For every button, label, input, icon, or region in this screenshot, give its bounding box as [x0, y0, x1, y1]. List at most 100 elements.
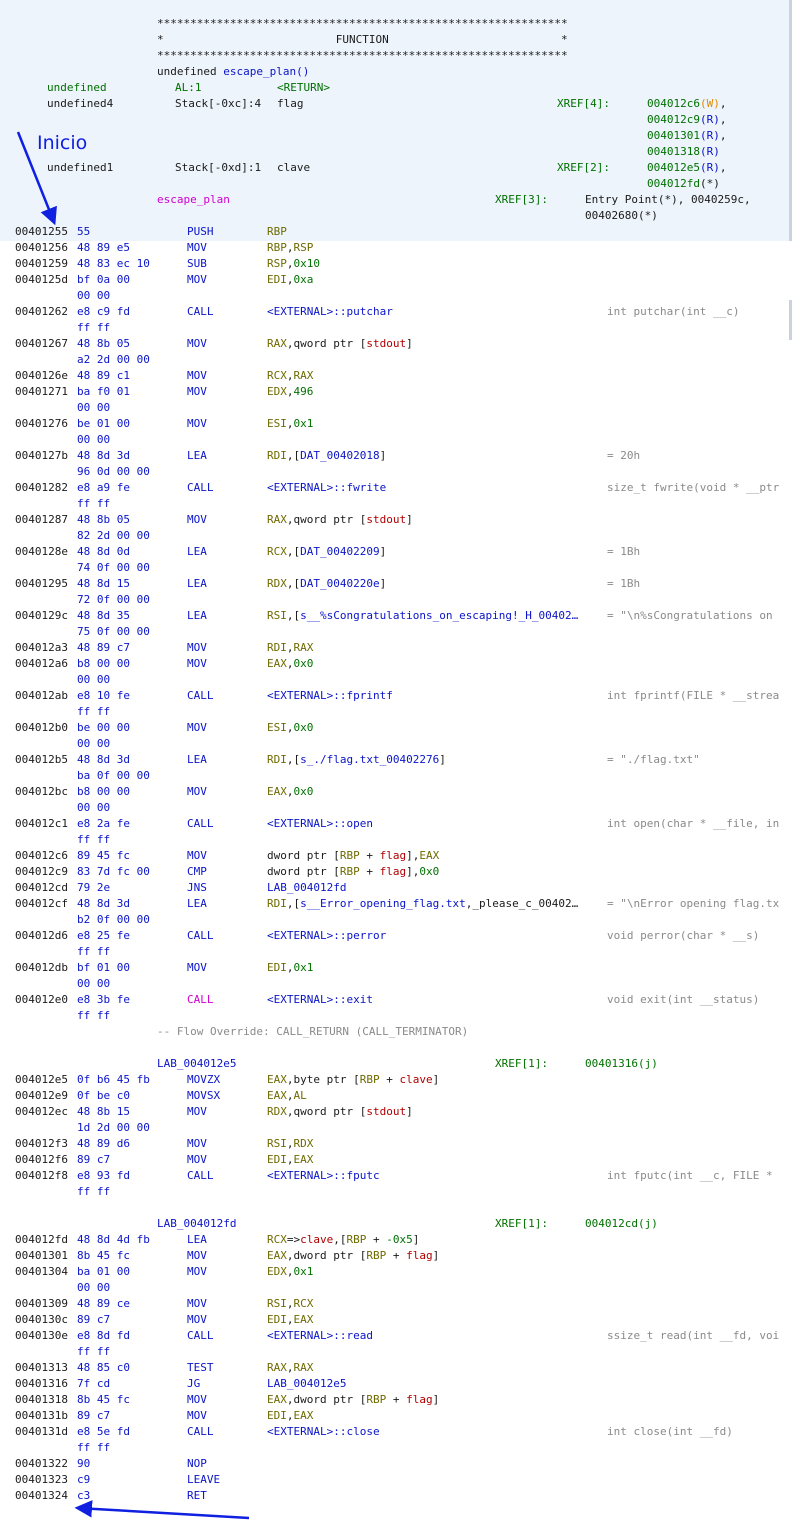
instruction-mnemonic[interactable]: CALL — [187, 481, 214, 494]
instruction-operand[interactable]: ESI,0x0 — [267, 721, 314, 734]
instruction-operand[interactable]: RAX,qword ptr [stdout] — [267, 513, 413, 526]
instruction-operand[interactable]: dword ptr [RBP + flag],EAX — [267, 849, 440, 862]
instruction-address[interactable]: 0040128e — [15, 545, 68, 558]
label-xref-ref[interactable]: 004012cd(j) — [585, 1217, 658, 1230]
instruction-operand[interactable]: RSI,[s__%sCongratulations_on_escaping!_H… — [267, 609, 579, 622]
instruction-address[interactable]: 004012c6 — [15, 849, 68, 862]
instruction-address[interactable]: 0040131d — [15, 1425, 68, 1438]
instruction-mnemonic[interactable]: LEA — [187, 545, 207, 558]
instruction-address[interactable]: 0040131b — [15, 1409, 68, 1422]
instruction-address[interactable]: 004012bc — [15, 785, 68, 798]
instruction-mnemonic[interactable]: MOV — [187, 1137, 207, 1150]
instruction-address[interactable]: 00401309 — [15, 1297, 68, 1310]
instruction-operand[interactable]: RBP,RSP — [267, 241, 314, 254]
instruction-mnemonic[interactable]: MOV — [187, 369, 207, 382]
instruction-address[interactable]: 004012d6 — [15, 929, 68, 942]
instruction-mnemonic[interactable]: MOV — [187, 641, 207, 654]
instruction-operand[interactable]: EAX,AL — [267, 1089, 307, 1102]
instruction-operand[interactable]: <EXTERNAL>::perror — [267, 929, 387, 942]
instruction-operand[interactable]: EDI,EAX — [267, 1153, 314, 1166]
instruction-address[interactable]: 004012e9 — [15, 1089, 68, 1102]
scrollbar-track[interactable] — [789, 0, 792, 241]
xref-link[interactable]: 004012c6(W), — [647, 97, 727, 110]
instruction-operand[interactable]: EDI,0x1 — [267, 961, 314, 974]
instruction-address[interactable]: 00401324 — [15, 1489, 68, 1502]
instruction-operand[interactable]: RDI,[s_./flag.txt_00402276] — [267, 753, 446, 766]
instruction-mnemonic[interactable]: JG — [187, 1377, 201, 1390]
instruction-operand[interactable]: RDX,qword ptr [stdout] — [267, 1105, 413, 1118]
instruction-address[interactable]: 004012e0 — [15, 993, 68, 1006]
instruction-operand[interactable]: RSP,0x10 — [267, 257, 320, 270]
instruction-address[interactable]: 004012db — [15, 961, 68, 974]
instruction-operand[interactable]: dword ptr [RBP + flag],0x0 — [267, 865, 440, 878]
instruction-address[interactable]: 004012fd — [15, 1233, 68, 1246]
instruction-address[interactable]: 00401255 — [15, 225, 68, 238]
instruction-mnemonic[interactable]: LEA — [187, 449, 207, 462]
instruction-address[interactable]: 00401262 — [15, 305, 68, 318]
instruction-address[interactable]: 0040126e — [15, 369, 68, 382]
instruction-address[interactable]: 004012f3 — [15, 1137, 68, 1150]
instruction-mnemonic[interactable]: TEST — [187, 1361, 214, 1374]
instruction-address[interactable]: 00401313 — [15, 1361, 68, 1374]
instruction-operand[interactable]: RDX,[DAT_0040220e] — [267, 577, 387, 590]
instruction-operand[interactable]: RSI,RDX — [267, 1137, 314, 1150]
instruction-address[interactable]: 00401276 — [15, 417, 68, 430]
instruction-address[interactable]: 0040127b — [15, 449, 68, 462]
instruction-address[interactable]: 004012a6 — [15, 657, 68, 670]
instruction-operand[interactable]: RAX,RAX — [267, 1361, 314, 1374]
xref-link[interactable]: 004012c9(R), — [647, 113, 727, 126]
instruction-address[interactable]: 004012f8 — [15, 1169, 68, 1182]
instruction-mnemonic[interactable]: CALL — [187, 1329, 214, 1342]
instruction-mnemonic[interactable]: SUB — [187, 257, 207, 270]
instruction-mnemonic[interactable]: MOV — [187, 1313, 207, 1326]
instruction-address[interactable]: 0040129c — [15, 609, 68, 622]
function-label[interactable]: escape_plan — [157, 193, 230, 206]
instruction-mnemonic[interactable]: PUSH — [187, 225, 214, 238]
instruction-mnemonic[interactable]: MOV — [187, 1105, 207, 1118]
instruction-address[interactable]: 004012b5 — [15, 753, 68, 766]
instruction-mnemonic[interactable]: MOV — [187, 785, 207, 798]
instruction-mnemonic[interactable]: MOVSX — [187, 1089, 221, 1102]
instruction-address[interactable]: 004012cf — [15, 897, 68, 910]
instruction-address[interactable]: 0040130c — [15, 1313, 68, 1326]
instruction-address[interactable]: 004012a3 — [15, 641, 68, 654]
instruction-mnemonic[interactable]: NOP — [187, 1457, 207, 1470]
instruction-operand[interactable]: EDI,0xa — [267, 273, 314, 286]
instruction-mnemonic[interactable]: MOV — [187, 657, 207, 670]
instruction-operand[interactable]: EAX,byte ptr [RBP + clave] — [267, 1073, 440, 1086]
instruction-mnemonic[interactable]: LEA — [187, 609, 207, 622]
signature-function-name[interactable]: escape_plan() — [223, 65, 310, 78]
instruction-address[interactable]: 004012ab — [15, 689, 68, 702]
instruction-mnemonic[interactable]: LEA — [187, 577, 207, 590]
instruction-mnemonic[interactable]: MOV — [187, 961, 207, 974]
instruction-mnemonic[interactable]: MOV — [187, 417, 207, 430]
instruction-mnemonic[interactable]: CMP — [187, 865, 207, 878]
instruction-address[interactable]: 00401301 — [15, 1249, 68, 1262]
instruction-operand[interactable]: LAB_004012e5 — [267, 1377, 347, 1390]
instruction-address[interactable]: 00401282 — [15, 481, 68, 494]
instruction-mnemonic[interactable]: MOV — [187, 721, 207, 734]
instruction-address[interactable]: 00401322 — [15, 1457, 68, 1470]
instruction-operand[interactable]: <EXTERNAL>::read — [267, 1329, 373, 1342]
instruction-mnemonic[interactable]: LEA — [187, 897, 207, 910]
instruction-mnemonic[interactable]: CALL — [187, 929, 214, 942]
var-flag-name[interactable]: flag — [277, 97, 304, 110]
instruction-address[interactable]: 004012ec — [15, 1105, 68, 1118]
label-lab-004012fd[interactable]: LAB_004012fd — [157, 1217, 237, 1230]
instruction-operand[interactable]: <EXTERNAL>::exit — [267, 993, 373, 1006]
instruction-address[interactable]: 00401259 — [15, 257, 68, 270]
instruction-operand[interactable]: EDI,EAX — [267, 1409, 314, 1422]
instruction-mnemonic[interactable]: RET — [187, 1489, 207, 1502]
xref-link[interactable]: 00401301(R), — [647, 129, 727, 142]
instruction-address[interactable]: 00401267 — [15, 337, 68, 350]
instruction-mnemonic[interactable]: LEA — [187, 753, 207, 766]
instruction-mnemonic[interactable]: MOV — [187, 1393, 207, 1406]
instruction-address[interactable]: 004012c1 — [15, 817, 68, 830]
var-clave-name[interactable]: clave — [277, 161, 311, 174]
instruction-operand[interactable]: RAX,qword ptr [stdout] — [267, 337, 413, 350]
instruction-address[interactable]: 004012f6 — [15, 1153, 68, 1166]
xref-link[interactable]: 00401318(R) — [647, 145, 720, 158]
label-lab-004012e5[interactable]: LAB_004012e5 — [157, 1057, 237, 1070]
instruction-mnemonic[interactable]: JNS — [187, 881, 207, 894]
instruction-mnemonic[interactable]: MOV — [187, 241, 207, 254]
